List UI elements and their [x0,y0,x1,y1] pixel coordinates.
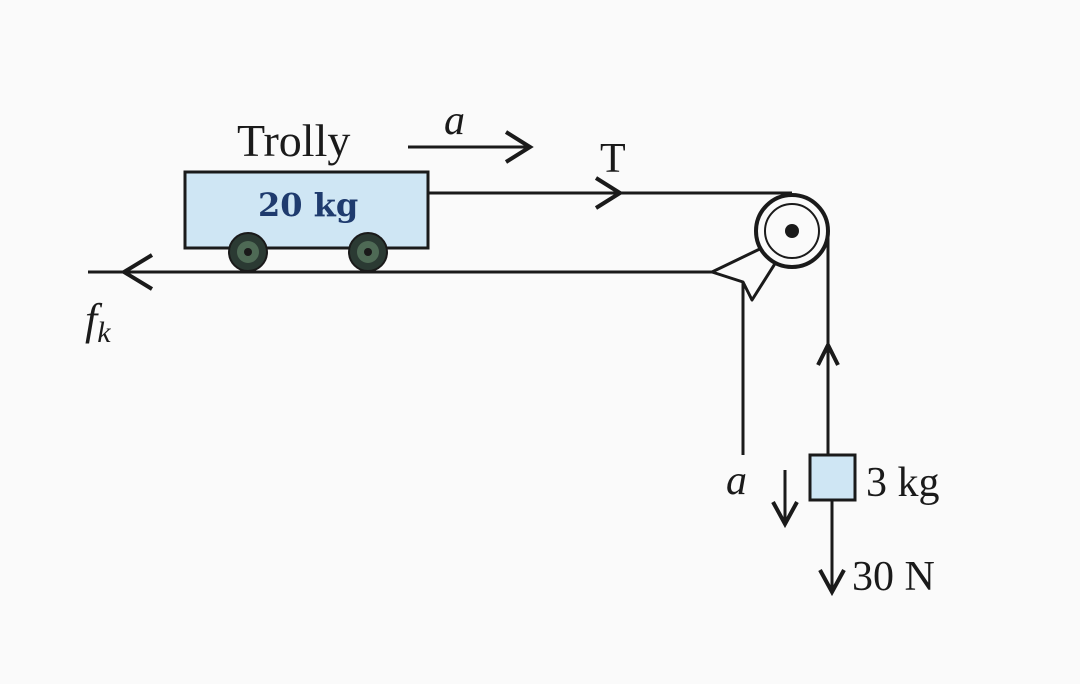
trolley-mass-label: 20 kg [258,186,358,224]
trolley-title-label: Trolly [237,115,350,166]
tension-label: T [600,136,626,182]
trolley-wheel-left [228,232,268,272]
trolley-wheel-right [348,232,388,272]
pulley [754,193,830,269]
accel-horizontal-label: a [444,98,465,144]
accel-vertical-arrowhead [771,501,799,529]
block-mass-label: 3 kg [866,460,940,506]
hanging-block [808,453,857,502]
weight-arrowhead [818,569,846,597]
trolley-body [183,170,430,250]
friction-label: fk [85,295,111,349]
friction-subscript: k [97,316,111,349]
tension-arrowhead [594,176,624,210]
accel-horizontal-arrowhead [504,130,534,164]
tension-up-arrowhead [816,340,840,366]
accel-vertical-label: a [726,458,747,504]
weight-label: 30 N [852,554,935,600]
friction-arrowhead [120,253,154,291]
